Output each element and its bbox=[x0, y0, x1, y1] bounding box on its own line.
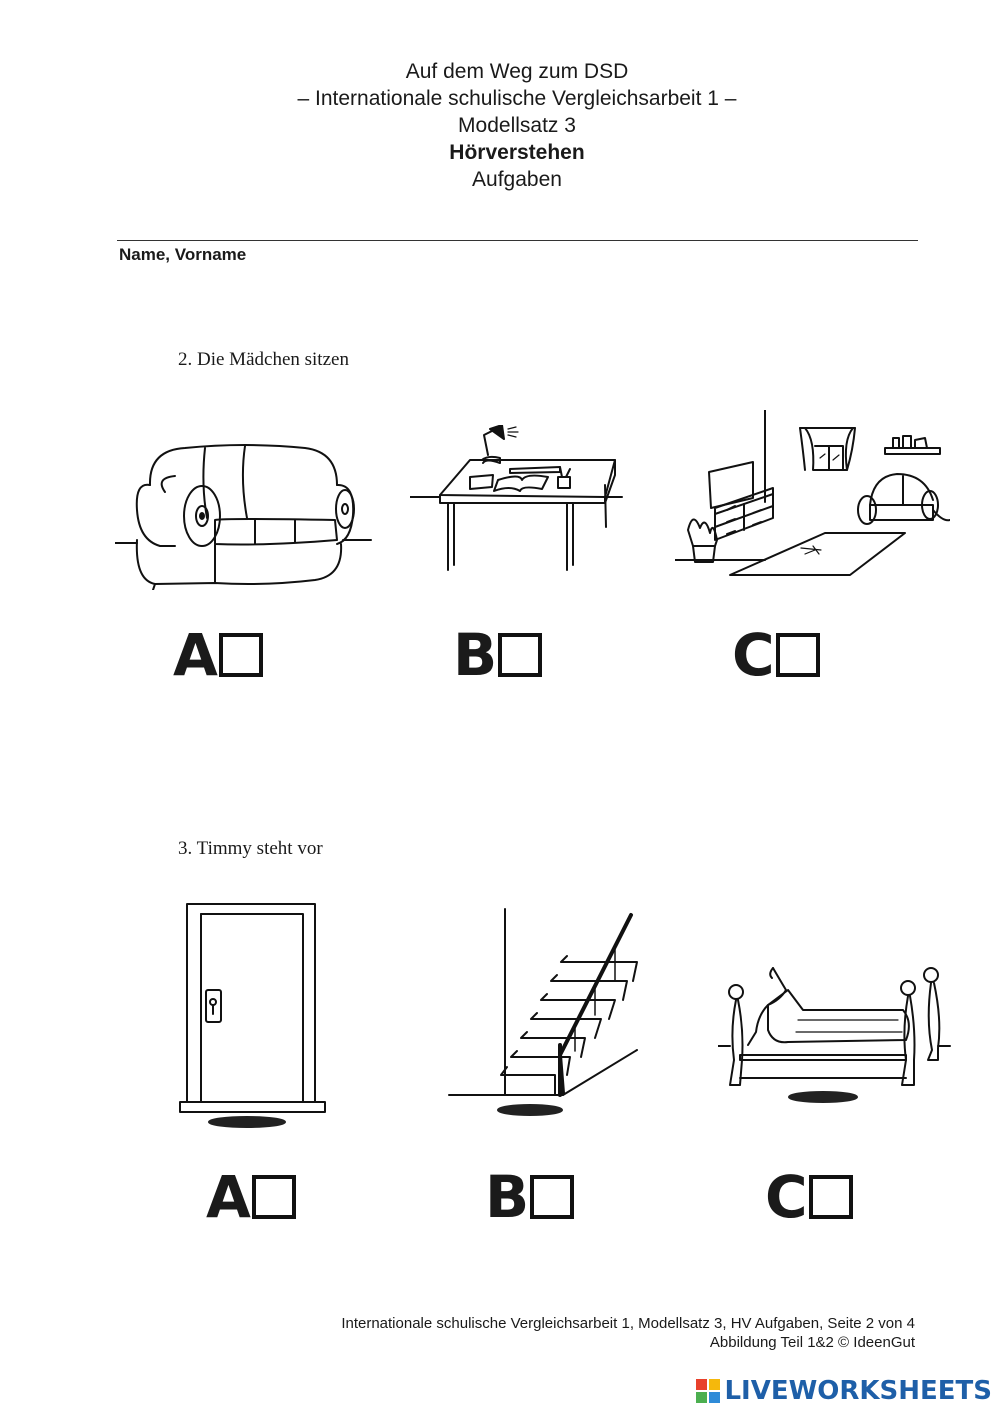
logo-icon bbox=[696, 1379, 721, 1403]
q3-option-c-letter: C bbox=[765, 1163, 808, 1231]
subtitle-line: – Internationale schulische Vergleichsar… bbox=[297, 87, 737, 110]
door-icon bbox=[175, 900, 330, 1135]
question-3-prompt: 3. Timmy steht vor bbox=[178, 838, 323, 859]
q2-option-c-checkbox[interactable] bbox=[775, 633, 820, 677]
footer-line-2: Abbildung Teil 1&2 © IdeenGut bbox=[709, 1334, 915, 1351]
bed-icon bbox=[718, 960, 953, 1110]
stairs-icon bbox=[445, 905, 645, 1120]
q3-option-a-letter: A bbox=[206, 1163, 251, 1231]
q2-option-c: C bbox=[732, 626, 820, 684]
tasks-line: Aufgaben bbox=[472, 168, 562, 191]
logo-square-i bbox=[709, 1379, 721, 1390]
liveworksheets-logo[interactable]: LIVEWORKSHEETS bbox=[696, 1376, 992, 1406]
q3-option-a-checkbox[interactable] bbox=[251, 1175, 296, 1219]
page-footer: Internationale schulische Vergleichsarbe… bbox=[341, 1314, 915, 1352]
desk-icon bbox=[410, 425, 625, 575]
name-rule bbox=[117, 240, 918, 241]
section-title: Hörverstehen bbox=[449, 141, 585, 164]
q2-option-a: A bbox=[173, 626, 263, 684]
q3-option-a: A bbox=[206, 1168, 296, 1226]
q2-option-b-letter: B bbox=[453, 621, 497, 689]
q2-option-b-checkbox[interactable] bbox=[498, 633, 543, 677]
q2-option-a-letter: A bbox=[173, 621, 218, 689]
q3-option-b-checkbox[interactable] bbox=[530, 1175, 575, 1219]
sofa-icon bbox=[115, 440, 375, 590]
footer-line-1: Internationale schulische Vergleichsarbe… bbox=[341, 1315, 915, 1332]
q2-option-c-letter: C bbox=[732, 621, 775, 689]
q3-option-b: B bbox=[485, 1163, 575, 1231]
q3-option-b-letter: B bbox=[485, 1163, 529, 1231]
living-room-icon bbox=[675, 410, 950, 580]
document-header: Auf dem Weg zum DSD – Internationale sch… bbox=[0, 58, 1000, 193]
question-2-prompt: 2. Die Mädchen sitzen bbox=[178, 349, 349, 370]
q2-option-a-checkbox[interactable] bbox=[218, 633, 263, 677]
logo-square-v bbox=[696, 1392, 708, 1403]
logo-square-e bbox=[709, 1392, 721, 1403]
q3-option-c-checkbox[interactable] bbox=[808, 1175, 853, 1219]
logo-square-l bbox=[696, 1379, 708, 1390]
title-line: Auf dem Weg zum DSD bbox=[405, 60, 629, 83]
brand-name: LIVEWORKSHEETS bbox=[724, 1376, 992, 1406]
model-set-line: Modellsatz 3 bbox=[458, 114, 576, 137]
q2-option-b: B bbox=[453, 621, 543, 689]
q3-option-c: C bbox=[765, 1168, 853, 1226]
name-label: Name, Vorname bbox=[119, 245, 247, 264]
